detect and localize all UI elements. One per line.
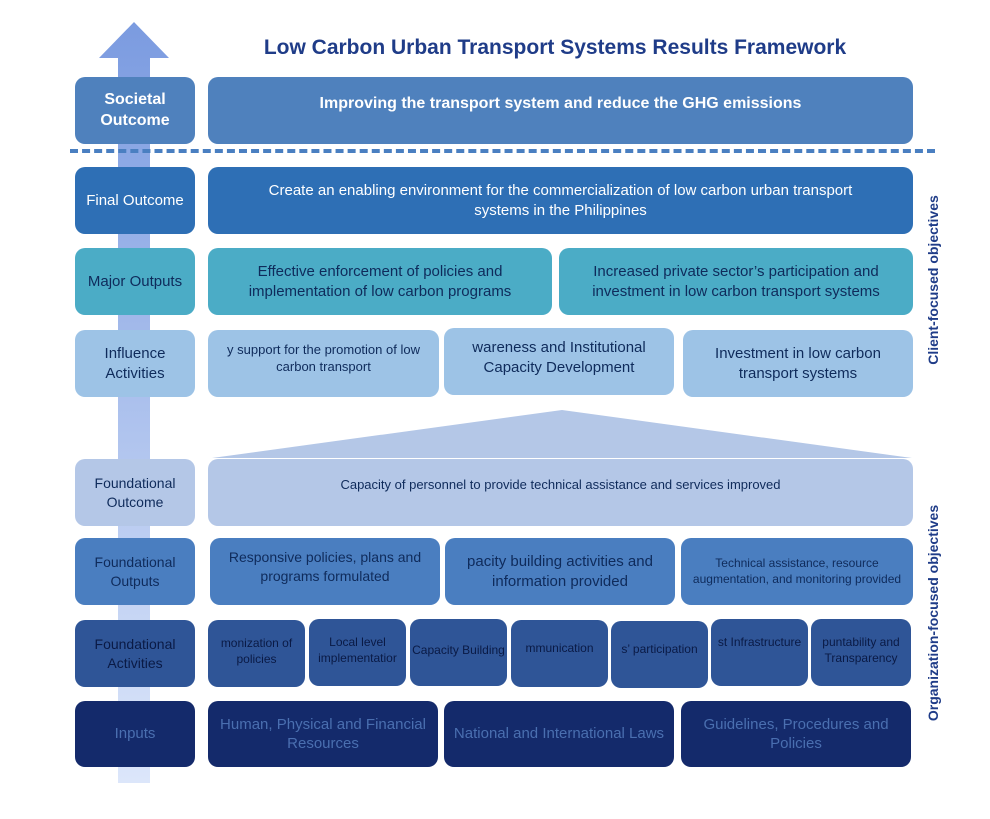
input-box: National and International Laws <box>444 701 674 767</box>
organization-focused-side-label: Organization-focused objectives <box>925 504 941 722</box>
level-label-societal-outcome: Societal Outcome <box>75 77 195 144</box>
pyramid-shape <box>212 410 912 458</box>
level-label-foundational-outcome: Foundational Outcome <box>75 459 195 526</box>
influence-activity-box: Investment in low carbon transport syste… <box>683 330 913 397</box>
dashed-divider <box>70 149 935 153</box>
major-output-box: Increased private sector’s participation… <box>559 248 913 315</box>
foundational-outcome-box: Capacity of personnel to provide technic… <box>208 459 913 526</box>
societal-outcome-box: Improving the transport system and reduc… <box>208 77 913 144</box>
level-label-major-outputs: Major Outputs <box>75 248 195 315</box>
level-label-foundational-outputs: Foundational Outputs <box>75 538 195 605</box>
input-box: Human, Physical and Financial Resources <box>208 701 438 767</box>
final-outcome-box: Create an enabling environment for the c… <box>208 167 913 234</box>
influence-activity-box: y support for the promotion of low carbo… <box>208 330 439 397</box>
input-box: Guidelines, Procedures and Policies <box>681 701 911 767</box>
foundational-output-box: Technical assistance, resource augmentat… <box>681 538 913 605</box>
level-label-inputs: Inputs <box>75 701 195 767</box>
foundational-output-box: Responsive policies, plans and programs … <box>210 538 440 605</box>
level-label-influence-activities: Influence Activities <box>75 330 195 397</box>
foundational-activity-box: monization of policies <box>208 620 305 687</box>
major-output-box: Effective enforcement of policies and im… <box>208 248 552 315</box>
foundational-activity-box: mmunication <box>511 620 608 687</box>
level-label-final-outcome: Final Outcome <box>75 167 195 234</box>
client-focused-side-label: Client-focused objectives <box>925 195 941 365</box>
level-label-foundational-activities: Foundational Activities <box>75 620 195 687</box>
foundational-activity-box: Local level implementatior <box>309 619 406 686</box>
foundational-output-box: pacity building activities and informati… <box>445 538 675 605</box>
page-title: Low Carbon Urban Transport Systems Resul… <box>263 36 847 59</box>
influence-activity-box: wareness and Institutional Capacity Deve… <box>444 328 674 395</box>
foundational-activity-box: Capacity Building <box>410 619 507 686</box>
foundational-activity-box: st Infrastructure <box>711 619 808 686</box>
foundational-activity-box: puntability and Transparency <box>811 619 911 686</box>
foundational-activity-box: s’ participation <box>611 621 708 688</box>
